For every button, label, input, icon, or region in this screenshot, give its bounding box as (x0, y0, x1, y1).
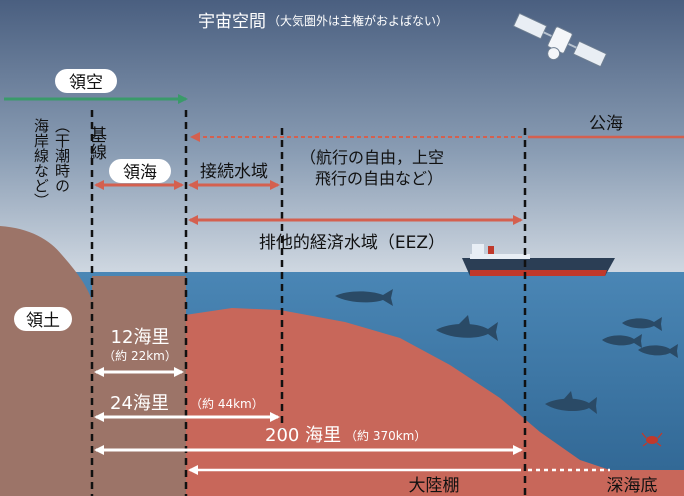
whale-icon (335, 289, 393, 306)
airspace-label-bg (55, 69, 117, 93)
land-territory-area (0, 226, 92, 496)
territorial-sea-label: 領海 (123, 163, 157, 183)
shark-icon (545, 391, 597, 414)
dist-24-sub: （約 44km） (190, 396, 264, 411)
space-title: 宇宙空間 (198, 12, 266, 32)
svg-text:（干潮時の: （干潮時の (53, 118, 71, 193)
contiguous-zone-label: 接続水域 (200, 162, 268, 182)
territorial-sea-label-bg (109, 159, 171, 183)
dist-200-sub: （約 370km） (345, 428, 426, 443)
freedom-note-line2: 飛行の自由など） (315, 169, 443, 188)
tuna-icon (602, 334, 642, 348)
sky-background (0, 0, 684, 278)
space-note: （大気圏外は主権がおよばない） (268, 13, 448, 28)
dist-12-label: 12海里 (111, 327, 170, 348)
satellite-icon (512, 12, 608, 68)
svg-text:海岸線など）: 海岸線など） (32, 118, 50, 208)
eez-label: 排他的経済水域（EEZ） (259, 233, 445, 253)
ship-icon (462, 244, 615, 276)
deep-sea-floor-label: 深海底 (607, 476, 658, 496)
high-seas-label: 公海 (589, 114, 623, 134)
shark-icon (436, 315, 498, 341)
airspace-label: 領空 (69, 73, 103, 93)
baseline-note: （干潮時の 海岸線など） (32, 118, 71, 208)
dist-24-label: 24海里 (110, 393, 169, 414)
land-label-bg (14, 307, 72, 331)
tuna-icon (622, 317, 662, 331)
dist-200-label: 200 海里 (265, 425, 341, 446)
tuna-icon (638, 344, 678, 358)
freedom-note-line1: （航行の自由，上空 (300, 148, 444, 167)
land-label: 領土 (26, 311, 60, 331)
dist-12-sub: （約 22km） (103, 348, 177, 363)
land-coast-strip (92, 276, 186, 496)
crab-icon (641, 432, 663, 447)
continental-shelf-label: 大陸棚 (409, 476, 460, 496)
baseline-label: 基線 (86, 126, 107, 160)
